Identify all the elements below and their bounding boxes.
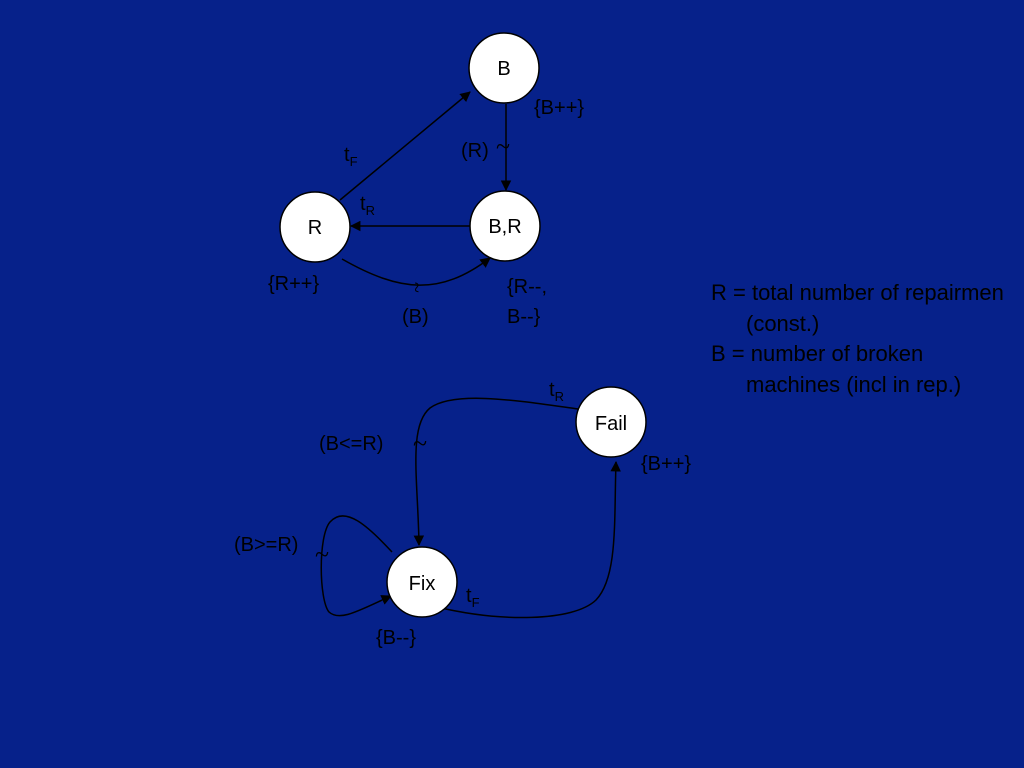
b-update-label: {B++} <box>534 97 584 119</box>
node-fix-label: Fix <box>409 573 436 595</box>
edge-r-to-br <box>341 257 491 286</box>
delay-tilde-r-br: ~ <box>405 282 427 293</box>
node-r: R <box>279 191 351 263</box>
guard-ge-label: (B>=R) <box>234 534 298 556</box>
r-guard-label: (R) <box>461 140 489 162</box>
node-b-label: B <box>497 58 510 80</box>
node-fail: Fail <box>575 386 647 458</box>
br-update-label-line1: {R--, <box>507 276 547 298</box>
t-r-label-top: tR <box>360 193 375 218</box>
node-r-label: R <box>308 217 322 239</box>
node-fix: Fix <box>386 546 458 618</box>
legend: R = total number of repairmen (const.) B… <box>711 278 1011 400</box>
edge-fix-self-loop <box>320 515 393 617</box>
node-br: B,R <box>469 190 541 262</box>
edge-fix-to-fail <box>436 460 621 619</box>
r-update-label: {R++} <box>268 273 319 295</box>
legend-r-definition: R = total number of repairmen (const.) <box>711 280 1004 336</box>
delay-tilde-self-loop: ~ <box>315 540 329 569</box>
guard-le-label: (B<=R) <box>319 433 383 455</box>
delay-tilde-b-br: ~ <box>496 132 510 161</box>
br-update-label-line2: B--} <box>507 306 541 328</box>
t-f-label-top: tF <box>344 144 358 169</box>
fix-update-label: {B--} <box>376 627 416 649</box>
node-b: B <box>468 32 540 104</box>
node-br-label: B,R <box>488 216 521 238</box>
t-f-label-bottom: tF <box>466 585 480 610</box>
node-fail-label: Fail <box>595 413 627 435</box>
fail-update-label: {B++} <box>641 453 691 475</box>
edge-r-to-b <box>339 91 471 201</box>
delay-tilde-fail-fix: ~ <box>413 429 427 458</box>
legend-b-definition: B = number of broken machines (incl in r… <box>711 341 962 397</box>
t-r-label-bottom: tR <box>549 379 564 404</box>
edge-fail-to-fix <box>413 397 579 547</box>
b-guard-label: (B) <box>402 306 429 328</box>
